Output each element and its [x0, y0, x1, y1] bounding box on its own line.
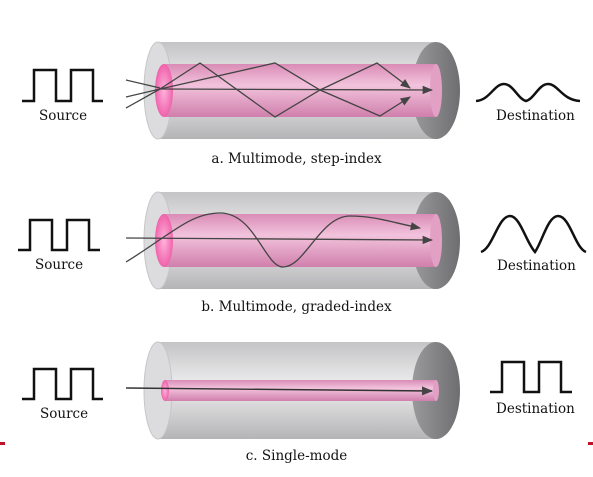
- destination-pulse-b: [480, 214, 587, 255]
- caption-c: c. Single-mode: [245, 448, 348, 464]
- light-rays-a: [125, 62, 434, 118]
- source-pulse-a: [22, 68, 103, 103]
- left-edge-marker: [0, 442, 5, 445]
- source-label-a: Source: [39, 108, 88, 124]
- source-pulse-b: [18, 218, 100, 252]
- fiber-cable-a: [143, 41, 460, 140]
- source-label-c: Source: [40, 406, 89, 422]
- source-label-b: Source: [35, 257, 84, 273]
- light-ray-c: [125, 386, 434, 396]
- light-rays-b: [125, 212, 434, 268]
- source-pulse-c: [22, 367, 103, 401]
- panel-c: [22, 341, 572, 440]
- destination-pulse-a: [475, 82, 581, 103]
- panel-a: [22, 41, 581, 140]
- destination-label-b: Destination: [497, 258, 576, 274]
- caption-b: b. Multimode, graded-index: [201, 299, 392, 315]
- right-edge-marker: [588, 442, 593, 445]
- destination-label-c: Destination: [496, 401, 575, 417]
- panel-b: [18, 191, 587, 290]
- destination-label-a: Destination: [496, 108, 575, 124]
- destination-pulse-c: [490, 360, 572, 394]
- caption-a: a. Multimode, step-index: [211, 151, 382, 167]
